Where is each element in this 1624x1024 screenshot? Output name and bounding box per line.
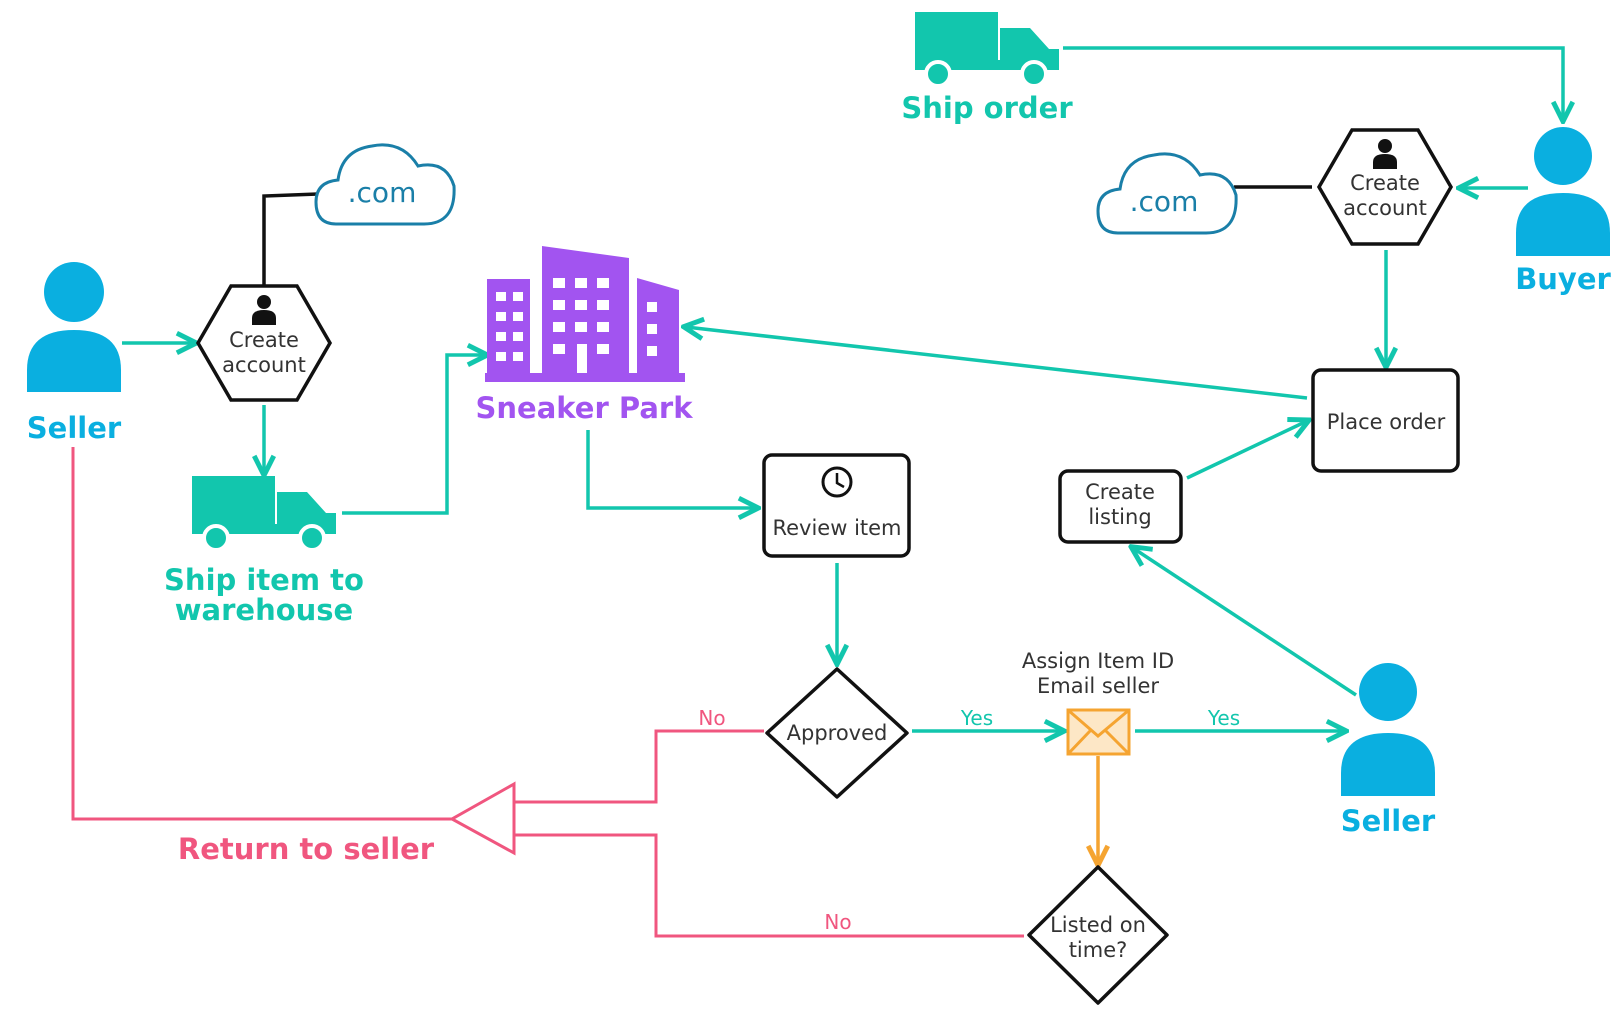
envelope-icon	[1066, 708, 1131, 756]
return-arrow-head	[448, 781, 516, 856]
create-account-right-line1: Create	[1350, 171, 1420, 195]
connectors	[71, 46, 1563, 938]
edge-listing-to-place-order	[1186, 421, 1307, 480]
seller-right-label: Seller	[1341, 804, 1436, 838]
edge-seller-to-create-listing	[1133, 548, 1357, 697]
edge-label-approved-yes: Yes	[960, 706, 993, 730]
edge-ship-order-to-buyer	[1063, 46, 1563, 119]
edge-label-listed-no: No	[824, 910, 851, 934]
assign-item-id-label: Assign Item ID	[1022, 649, 1174, 673]
approved-label: Approved	[787, 721, 888, 745]
create-account-left-node[interactable]: Create account	[195, 284, 333, 402]
ship-item-label-line2: warehouse	[175, 593, 353, 627]
sneaker-park-label: Sneaker Park	[476, 391, 694, 425]
edge-ship-to-sneaker-park	[342, 355, 485, 515]
edge-label-email-yes: Yes	[1207, 706, 1240, 730]
place-order-label: Place order	[1327, 410, 1446, 434]
cloud-right-label: .com	[1130, 185, 1199, 218]
review-item-label: Review item	[772, 516, 901, 540]
listed-on-time-decision[interactable]: Listed on time?	[1027, 865, 1169, 1005]
listed-on-time-line2: time?	[1069, 938, 1128, 962]
person-icon	[27, 262, 121, 392]
create-account-left-line2: account	[222, 353, 306, 377]
truck-icon	[192, 476, 336, 552]
clock-icon	[821, 466, 853, 498]
ship-order-truck: Ship order	[901, 12, 1073, 125]
buyer: Buyer	[1515, 127, 1612, 296]
user-icon	[1373, 139, 1397, 169]
ship-order-label: Ship order	[901, 91, 1073, 125]
edge-cloud-left-link	[262, 192, 319, 286]
approved-decision[interactable]: Approved	[765, 667, 909, 799]
edge-listed-no	[514, 833, 1024, 938]
seller-left: Seller	[27, 262, 122, 445]
ship-item-label-line1: Ship item to	[164, 563, 364, 597]
seller-left-label: Seller	[27, 411, 122, 445]
create-account-right-node[interactable]: Create account	[1316, 128, 1454, 246]
cloud-left-label: .com	[348, 176, 417, 209]
cloud-right: .com	[1096, 152, 1238, 235]
edge-approved-no	[514, 729, 764, 804]
cloud-left: .com	[314, 143, 456, 226]
buyer-label: Buyer	[1515, 262, 1611, 296]
create-listing-line2: listing	[1088, 505, 1151, 529]
edge-place-order-to-sneaker-park	[686, 327, 1308, 400]
cloud-icon	[314, 143, 456, 226]
place-order-node[interactable]: Place order	[1311, 368, 1460, 473]
return-to-seller-label: Return to seller	[178, 832, 435, 866]
edge-label-approved-no: No	[698, 706, 725, 730]
user-icon	[252, 295, 276, 325]
building-icon	[485, 246, 685, 382]
create-account-right-line2: account	[1343, 196, 1427, 220]
create-account-left-line1: Create	[229, 328, 299, 352]
edge-sneaker-park-to-review	[586, 430, 756, 508]
person-icon	[1516, 127, 1610, 256]
person-icon	[1341, 663, 1435, 796]
cloud-icon	[1096, 152, 1238, 235]
create-listing-line1: Create	[1085, 480, 1155, 504]
email-seller-label: Email seller	[1037, 674, 1159, 698]
truck-icon	[915, 12, 1059, 88]
listed-on-time-line1: Listed on	[1050, 913, 1146, 937]
edge-seller-return-line	[71, 447, 452, 821]
review-item-node[interactable]: Review item	[762, 453, 911, 558]
create-listing-node[interactable]: Create listing	[1058, 469, 1183, 544]
ship-item-truck: Ship item to warehouse	[164, 476, 364, 627]
sneaker-park: Sneaker Park	[476, 246, 694, 425]
seller-right: Seller	[1341, 663, 1436, 838]
